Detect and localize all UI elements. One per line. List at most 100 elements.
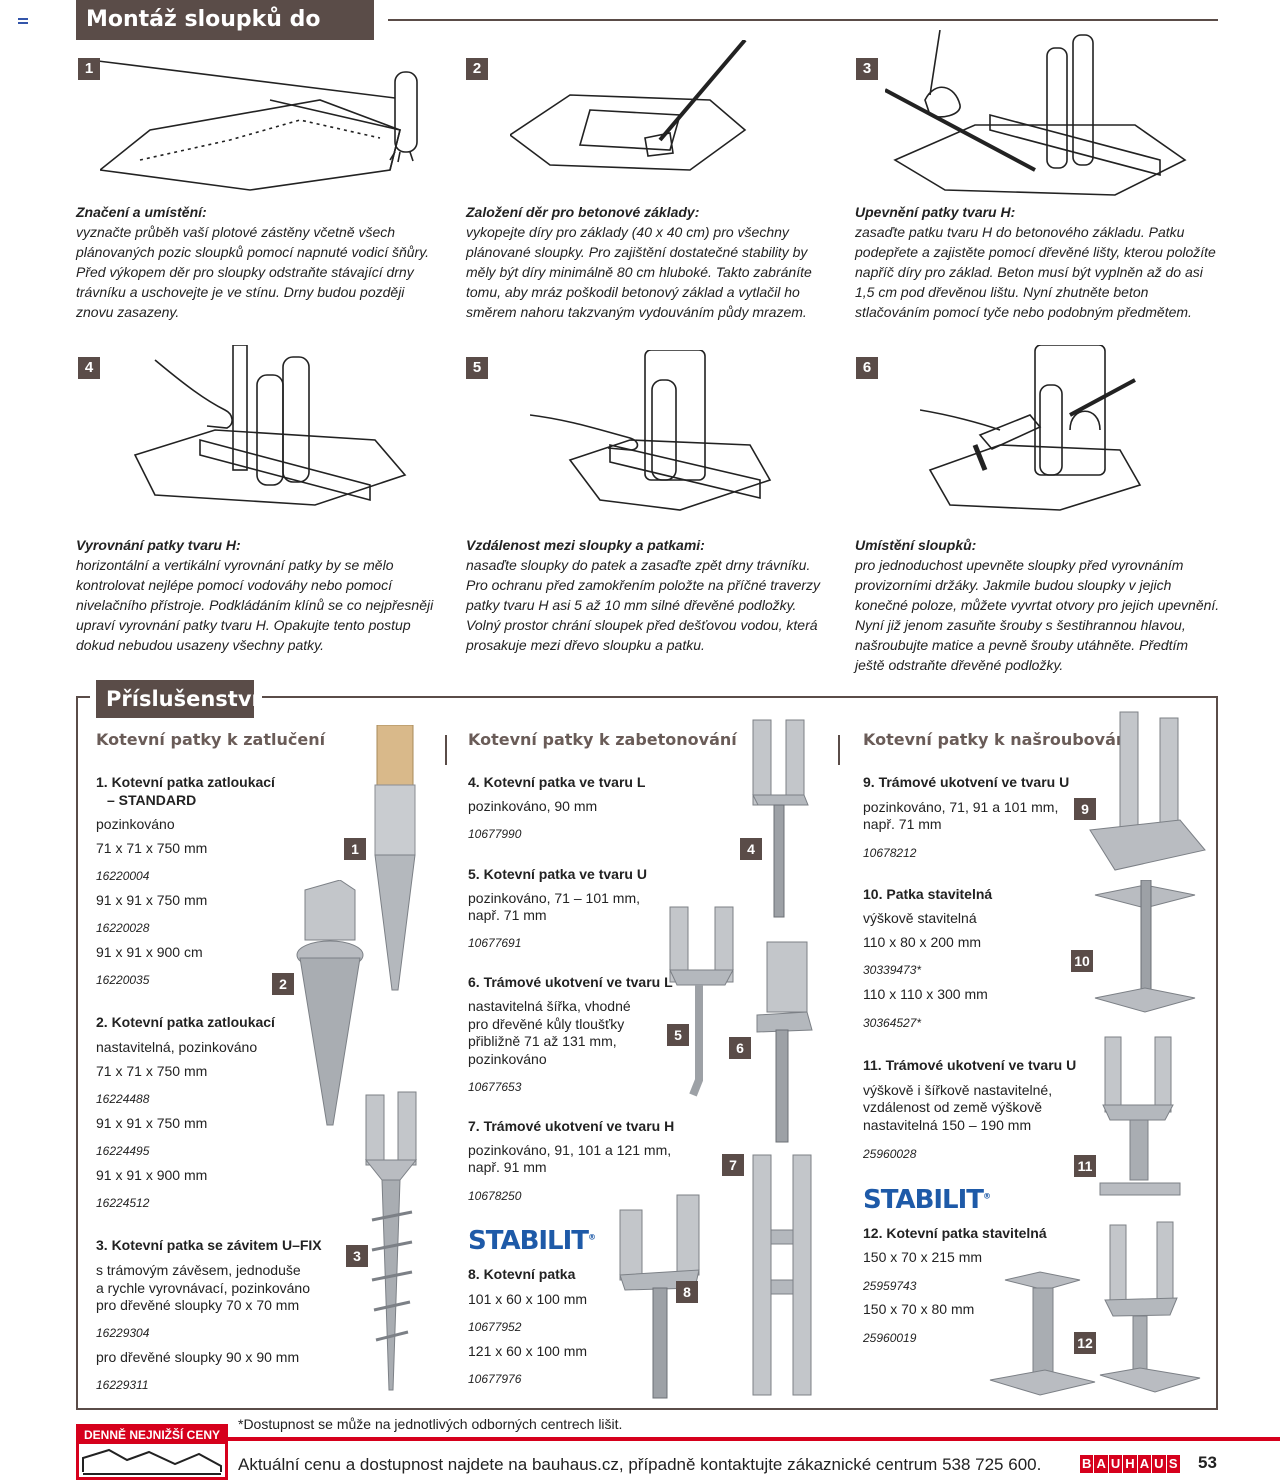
product-2-variant: 91 x 91 x 900 mm [96, 1167, 208, 1183]
product-3-desc: s trámovým závěsem, jednoduše [96, 1262, 301, 1278]
product-1-code: 16220028 [96, 921, 150, 935]
product-1-code: 16220035 [96, 973, 150, 987]
step-2-body: vykopejte díry pro základy (40 x 40 cm) … [466, 224, 812, 320]
product-11-image [1099, 1036, 1181, 1196]
product-7-title: 7. Trámové ukotvení ve tvaru H [468, 1118, 675, 1134]
product-10-code: 30339473* [863, 963, 922, 977]
product-2-code: 16224488 [96, 1092, 150, 1106]
page-title: Montáž sloupků do betonu [76, 0, 374, 72]
product-2-variant: 91 x 91 x 750 mm [96, 1115, 208, 1131]
product-12-title: 12. Kotevní patka stavitelná [863, 1225, 1047, 1241]
product-3-desc: pro dřevěné sloupky 90 x 90 mm [96, 1349, 300, 1365]
product-badge: 2 [272, 973, 294, 995]
product-6-desc: přibližně 71 až 131 mm, [468, 1033, 617, 1049]
product-5-image [669, 906, 734, 1097]
product-12-code: 25959743 [863, 1279, 917, 1293]
product-1-code: 16220004 [96, 869, 150, 883]
product-8-code: 10677976 [468, 1372, 522, 1386]
step-1-number: 1 [78, 58, 100, 80]
product-2-desc: nastavitelná, pozinkováno [96, 1039, 258, 1055]
product-badge: 12 [1074, 1332, 1096, 1354]
product-8-title: 8. Kotevní patka [468, 1266, 576, 1282]
product-badge: 5 [667, 1024, 689, 1046]
product-badge: 8 [676, 1281, 698, 1303]
step-3-text: Upevnění patky tvaru H: zasaďte patku tv… [855, 202, 1220, 322]
step-4-number: 4 [78, 357, 100, 379]
footer-red-rule [76, 1437, 1280, 1441]
footer-contact-text: Aktuální cenu a dostupnost najdete na ba… [238, 1455, 1042, 1474]
step-3-illustration [885, 30, 1187, 196]
column-divider [445, 735, 447, 765]
product-badge: 11 [1074, 1155, 1096, 1177]
availability-footnote: *Dostupnost se může na jednotlivých odbo… [238, 1416, 623, 1432]
product-2-image [296, 880, 364, 1126]
accessories-box [76, 697, 1218, 1410]
product-5-desc: pozinkováno, 71 – 101 mm, [468, 890, 640, 906]
product-9-desc: např. 71 mm [863, 816, 942, 832]
product-11-desc: výškově i šířkově nastavitelné, [863, 1082, 1053, 1098]
product-1-title: 1. Kotevní patka zatloukací [96, 774, 275, 790]
step-1-body: vyznačte průběh vaší plotové zástěny vče… [76, 224, 430, 320]
product-12-variant: 150 x 70 x 215 mm [863, 1249, 983, 1265]
product-6-code: 10677653 [468, 1080, 522, 1094]
step-4-illustration [133, 345, 407, 506]
step-3-number: 3 [856, 58, 878, 80]
step-1-illustration [100, 60, 418, 191]
step-6-title: Umístění sloupků: [855, 537, 977, 553]
col2-heading: Kotevní patky k zabetonování [468, 730, 737, 749]
product-5-code: 10677691 [468, 936, 522, 950]
step-5-text: Vzdálenost mezi sloupky a patkami: nasaď… [466, 535, 831, 655]
product-12-variant: 150 x 70 x 80 mm [863, 1301, 975, 1317]
product-4-code: 10677990 [468, 827, 522, 841]
product-3-code: 16229304 [96, 1326, 150, 1340]
product-8-variant: 101 x 60 x 100 mm [468, 1291, 588, 1307]
product-8-code: 10677952 [468, 1320, 522, 1334]
product-4-image [752, 719, 809, 918]
product-10-variant: 110 x 110 x 300 mm [863, 986, 988, 1002]
step-1-title: Značení a umístění: [76, 204, 207, 220]
step-6-body: pro jednoduchost upevněte sloupky před v… [855, 557, 1220, 673]
product-10-desc: výškově stavitelná [863, 910, 977, 926]
product-9-image [1089, 711, 1206, 871]
step-5-illustration [530, 350, 772, 511]
step-5-title: Vzdálenost mezi sloupky a patkami: [466, 537, 705, 553]
product-badge: 7 [722, 1154, 744, 1176]
stabilit-logo: STABILIT® [863, 1185, 991, 1215]
product-8-variant: 121 x 60 x 100 mm [468, 1343, 588, 1359]
product-6-image [756, 941, 813, 1143]
lowest-price-badge: DENNĚ NEJNIŽŠÍ CENY [76, 1424, 228, 1480]
product-1-desc: pozinkováno [96, 816, 175, 832]
accessories-title: Příslušenství [96, 680, 259, 718]
product-1-variant: 91 x 91 x 900 cm [96, 944, 203, 960]
step-3-title: Upevnění patky tvaru H: [855, 204, 1016, 220]
product-5-title: 5. Kotevní patka ve tvaru U [468, 866, 647, 882]
product-2-code: 16224512 [96, 1196, 150, 1210]
step-6-illustration [920, 345, 1142, 511]
product-10-code: 30364527* [863, 1016, 922, 1030]
product-badge: 9 [1074, 798, 1096, 820]
product-1-variant: 71 x 71 x 750 mm [96, 840, 208, 856]
price-chart-icon [82, 1448, 222, 1475]
product-7-desc: pozinkováno, 91, 101 a 121 mm, [468, 1142, 672, 1158]
accessories-rule-right [262, 696, 1218, 698]
product-badge: 4 [740, 838, 762, 860]
step-6-text: Umístění sloupků: pro jednoduchost upevn… [855, 535, 1220, 675]
product-3-desc: a rychle vyrovnávací, pozinkováno [96, 1280, 310, 1296]
lowest-price-label: DENNĚ NEJNIŽŠÍ CENY [79, 1427, 225, 1444]
product-7-code: 10678250 [468, 1189, 522, 1203]
step-2-number: 2 [466, 58, 488, 80]
step-2-text: Založení děr pro betonové základy: vykop… [466, 202, 831, 322]
product-9-desc: pozinkováno, 71, 91 a 101 mm, [863, 799, 1059, 815]
step-1-text: Značení a umístění: vyznačte průběh vaší… [76, 202, 441, 322]
product-10-title: 10. Patka stavitelná [863, 886, 993, 902]
product-badge: 6 [729, 1037, 751, 1059]
step-4-body: horizontální a vertikální vyrovnání patk… [76, 557, 434, 653]
product-11-title: 11. Trámové ukotvení ve tvaru U [863, 1057, 1077, 1073]
product-11-desc: vzdálenost od země výškově [863, 1099, 1042, 1115]
product-6-desc: pozinkováno [468, 1051, 547, 1067]
product-10-image [1094, 880, 1196, 1013]
col1-heading: Kotevní patky k zatlučení [96, 730, 326, 749]
step-4-text: Vyrovnání patky tvaru H: horizontální a … [76, 535, 441, 655]
product-11-desc: nastavitelná 150 – 190 mm [863, 1117, 1032, 1133]
